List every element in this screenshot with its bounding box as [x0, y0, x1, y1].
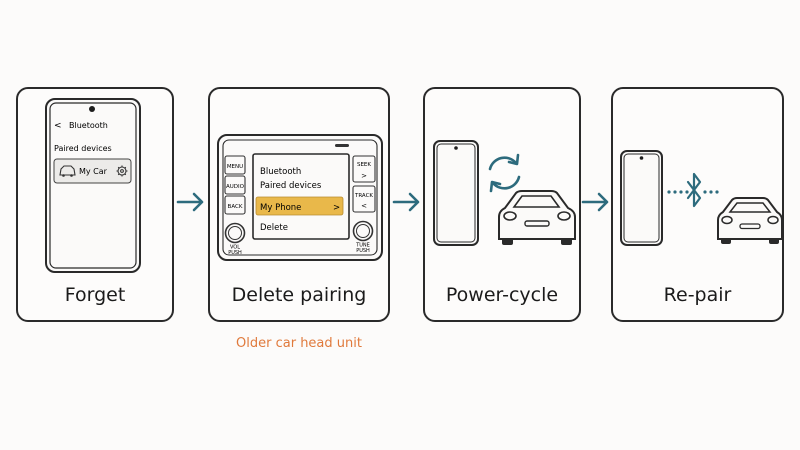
svg-text:TRACK: TRACK — [354, 193, 373, 199]
step-label: Delete pairing — [231, 284, 367, 306]
gear-icon[interactable] — [116, 165, 128, 177]
svg-text:TUNE: TUNE — [355, 243, 370, 249]
phone-icon — [620, 150, 663, 246]
car-head-unit-illustration: MENU AUDIO BACK Bluetooth Paired devices… — [217, 134, 383, 261]
bluetooth-icon — [686, 172, 702, 208]
volume-knob[interactable]: VOL PUSH — [224, 222, 246, 257]
head-unit-caption: Older car head unit — [236, 336, 362, 351]
step-label: Re-pair — [663, 284, 732, 306]
svg-text:PUSH: PUSH — [228, 250, 242, 256]
chevron-right-icon: > — [333, 203, 340, 213]
menu-item-my-phone[interactable]: My Phone > — [255, 196, 344, 216]
step-label: Power-cycle — [445, 284, 559, 306]
svg-text:MENU: MENU — [227, 164, 243, 170]
power-cycle-illustration — [433, 140, 576, 246]
bluetooth-screen-title: Bluetooth — [69, 121, 108, 130]
audio-button[interactable]: AUDIO — [224, 175, 246, 195]
screen-subtitle: Paired devices — [260, 181, 322, 191]
car-icon — [717, 197, 783, 244]
svg-text:>: > — [361, 172, 367, 180]
device-row-my-car[interactable]: My Car — [53, 158, 132, 184]
svg-text:<: < — [361, 202, 367, 210]
back-button[interactable]: BACK — [224, 195, 246, 215]
menu-item-delete[interactable]: Delete — [260, 223, 288, 233]
track-button[interactable]: TRACK < — [352, 185, 376, 213]
back-icon[interactable]: < — [54, 121, 62, 131]
refresh-icon — [488, 153, 521, 193]
pairing-dots-left — [667, 190, 689, 194]
step-label: Forget — [64, 284, 126, 306]
pairing-dots-right — [703, 190, 719, 194]
screen-title: Bluetooth — [260, 167, 301, 177]
svg-text:VOL: VOL — [230, 245, 240, 251]
menu-button[interactable]: MENU — [224, 155, 246, 175]
step-re-pair-panel: Re-pair — [611, 87, 784, 322]
step-power-cycle-panel: Power-cycle — [423, 87, 581, 322]
seek-button[interactable]: SEEK > — [352, 155, 376, 183]
svg-text:SEEK: SEEK — [357, 162, 371, 168]
flow-arrow — [176, 192, 204, 212]
svg-text:PUSH: PUSH — [356, 248, 370, 254]
menu-item-label: My Phone — [260, 203, 301, 213]
device-name: My Car — [79, 167, 108, 176]
step-forget-panel: < Bluetooth Paired devices My Car Forget — [16, 87, 174, 322]
step-delete-pairing-panel: MENU AUDIO BACK Bluetooth Paired devices… — [208, 87, 390, 322]
svg-text:AUDIO: AUDIO — [226, 184, 245, 190]
tune-knob[interactable]: TUNE PUSH — [352, 220, 374, 255]
re-pair-illustration — [620, 150, 783, 246]
car-icon — [498, 190, 576, 245]
paired-devices-header: Paired devices — [54, 144, 112, 153]
flow-arrow — [581, 192, 609, 212]
flow-arrow — [392, 192, 420, 212]
phone-icon — [433, 140, 479, 246]
car-icon — [59, 165, 76, 177]
head-unit-screen — [252, 153, 350, 240]
phone-settings-illustration: < Bluetooth Paired devices My Car — [45, 98, 141, 273]
svg-text:BACK: BACK — [228, 204, 243, 210]
